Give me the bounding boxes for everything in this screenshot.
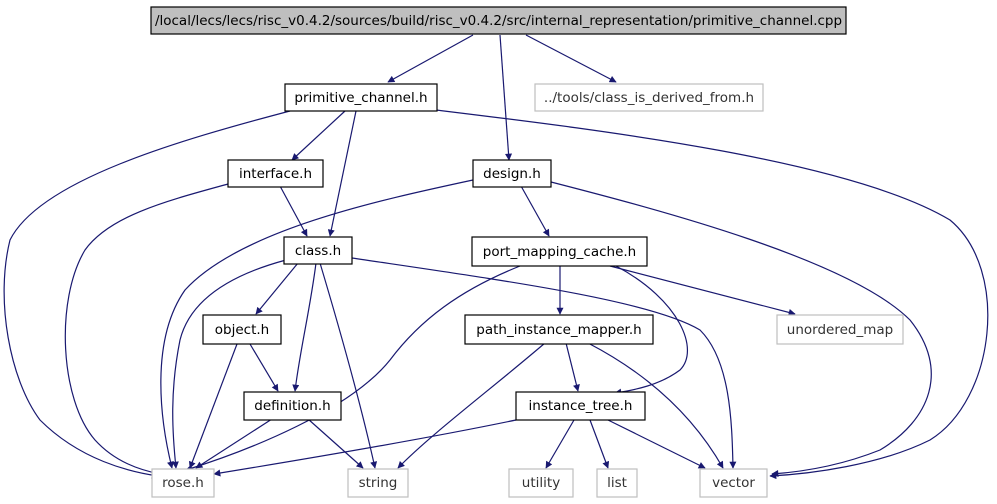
unordered-map-node: unordered_map [776, 314, 904, 345]
port-mapping-cache-h-label: port_mapping_cache.h [483, 244, 636, 260]
vector-label: vector [712, 475, 755, 491]
edge-port-mapping-cache-h-to-unordered-map [609, 265, 796, 316]
edge-port-mapping-cache-h-to-rose-h [185, 265, 521, 472]
design-h-node[interactable]: design.h [472, 159, 552, 188]
string-label: string [359, 475, 398, 491]
edge-primitive-channel-h-to-interface-h [291, 110, 346, 161]
edge-object-h-to-rose-h [188, 343, 238, 469]
edge-root-to-primitive-channel-h [387, 34, 474, 83]
string-node: string [347, 468, 409, 498]
edge-path-instance-mapper-h-to-instance-tree-h [565, 342, 580, 392]
edge-root-to-design-h [499, 34, 513, 161]
edge-interface-h-to-class-h [279, 185, 308, 237]
vector-node: vector [699, 468, 768, 498]
instance-tree-h-node[interactable]: instance_tree.h [515, 391, 646, 421]
edge-class-h-to-object-h [255, 262, 299, 315]
primitive-channel-h-node[interactable]: primitive_channel.h [284, 83, 438, 112]
edge-class-h-to-string [319, 262, 378, 469]
instance-tree-h-label: instance_tree.h [529, 398, 633, 414]
edge-interface-h-to-rose-h [64, 183, 229, 477]
rose-h-label: rose.h [162, 475, 204, 491]
root-source-file-node[interactable]: /local/lecs/lecs/risc_v0.4.2/sources/bui… [150, 6, 847, 35]
class-is-derived-from-h-label: ../tools/class_is_derived_from.h [544, 90, 754, 106]
edge-definition-h-to-string [307, 418, 364, 469]
root-source-file-label: /local/lecs/lecs/risc_v0.4.2/sources/bui… [155, 13, 842, 29]
rose-h-node: rose.h [151, 468, 215, 498]
edge-instance-tree-h-to-vector [607, 419, 706, 469]
edge-class-h-to-rose-h [171, 259, 287, 469]
list-label: list [607, 475, 627, 491]
path-instance-mapper-h-label: path_instance_mapper.h [476, 322, 641, 338]
list-node: list [596, 468, 638, 498]
class-h-node[interactable]: class.h [283, 236, 353, 265]
edge-design-h-to-rose-h [160, 179, 474, 469]
utility-node: utility [508, 468, 574, 498]
port-mapping-cache-h-node[interactable]: port_mapping_cache.h [471, 236, 648, 267]
edge-primitive-channel-h-to-class-h [327, 110, 357, 237]
definition-h-label: definition.h [254, 398, 330, 414]
path-instance-mapper-h-node[interactable]: path_instance_mapper.h [464, 314, 654, 345]
edge-design-h-to-vector [550, 181, 932, 478]
interface-h-node[interactable]: interface.h [227, 159, 324, 188]
class-is-derived-from-h-node: ../tools/class_is_derived_from.h [534, 83, 764, 112]
edge-object-h-to-definition-h [249, 343, 279, 392]
edge-path-instance-mapper-h-to-vector [587, 342, 724, 469]
edge-design-h-to-port-mapping-cache-h [520, 185, 550, 237]
edge-instance-tree-h-to-list [589, 419, 610, 469]
utility-label: utility [522, 475, 560, 491]
object-h-label: object.h [215, 322, 269, 338]
edge-class-h-to-definition-h [292, 262, 317, 392]
definition-h-node[interactable]: definition.h [243, 391, 342, 421]
primitive-channel-h-label: primitive_channel.h [294, 90, 427, 106]
unordered-map-label: unordered_map [787, 322, 893, 338]
design-h-label: design.h [483, 166, 541, 182]
edge-port-mapping-cache-h-to-instance-tree-h [614, 265, 689, 396]
edge-primitive-channel-h-to-vector [435, 109, 989, 480]
class-h-label: class.h [295, 243, 341, 259]
edge-class-h-to-vector [351, 257, 737, 469]
edge-primitive-channel-h-to-rose-h [3, 110, 291, 479]
edge-root-to-class-is-derived-from-h [525, 34, 617, 83]
edge-definition-h-to-rose-h [195, 418, 273, 469]
object-h-node[interactable]: object.h [202, 314, 282, 345]
edge-instance-tree-h-to-rose-h [213, 419, 517, 477]
interface-h-label: interface.h [239, 166, 312, 182]
edge-instance-tree-h-to-utility [545, 419, 575, 469]
edge-path-instance-mapper-h-to-string [397, 342, 546, 469]
